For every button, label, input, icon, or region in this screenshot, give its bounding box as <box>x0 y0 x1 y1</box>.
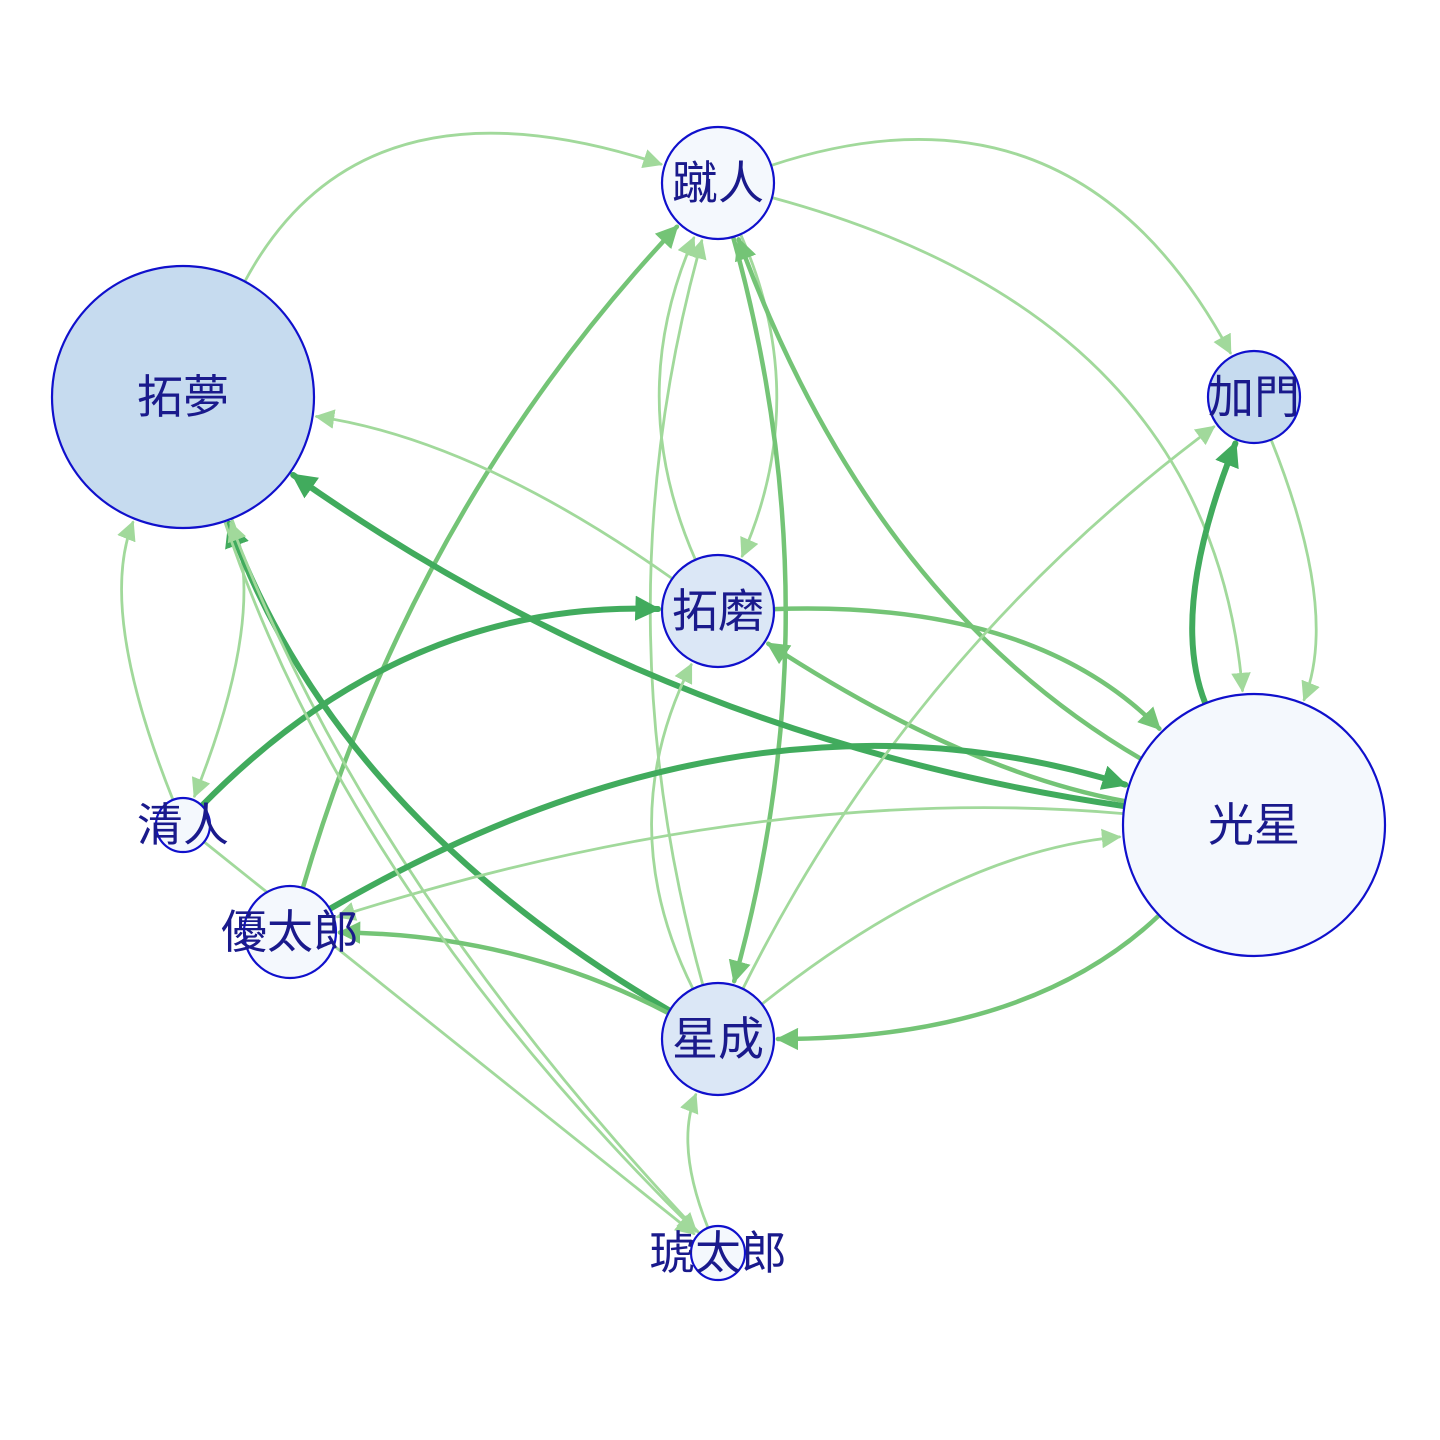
edge-shuto-to-kosei <box>770 196 1251 693</box>
edge-seisei-to-kosei <box>760 828 1122 1006</box>
edge-kosei-to-kamon <box>1189 440 1239 707</box>
edge-takumu-to-shuto <box>243 131 663 283</box>
node-circle-shuto <box>660 125 776 241</box>
node-takuma: 拓磨 <box>660 553 776 669</box>
edge-kamon-to-kosei <box>1269 438 1320 702</box>
node-label-kosei: 光星 <box>1208 798 1300 852</box>
node-kamon: 加門 <box>1206 349 1302 445</box>
node-kosei: 光星 <box>1121 692 1387 958</box>
edge-takuma-to-shuto <box>657 236 697 562</box>
node-yutaro: 優太郎 <box>221 884 359 980</box>
edge-takumu-to-kotaro <box>223 519 698 1233</box>
node-label-kiyoto: 清人 <box>137 798 229 852</box>
node-circle-kotaro <box>689 1224 747 1282</box>
node-label-seisei: 星成 <box>672 1012 764 1066</box>
edge-kosei-to-takumu <box>290 472 1128 810</box>
node-circle-seisei <box>660 981 776 1097</box>
edge-shuto-to-takuma <box>739 232 779 558</box>
node-label-yutaro: 優太郎 <box>221 905 359 959</box>
edge-yutaro-to-kosei <box>326 742 1129 912</box>
edge-layer <box>117 131 1320 1235</box>
node-circle-kosei <box>1121 692 1387 958</box>
node-circle-yutaro <box>242 884 338 980</box>
edge-seisei-to-takuma <box>650 662 695 991</box>
node-label-takumu: 拓夢 <box>137 370 229 424</box>
node-kotaro: 琥太郎 <box>649 1224 787 1282</box>
node-circle-takuma <box>660 553 776 669</box>
edge-kiyoto-to-takuma <box>198 595 661 809</box>
node-kiyoto: 清人 <box>137 796 229 854</box>
edge-takumu-to-kiyoto <box>191 517 246 799</box>
edge-kosei-to-shuto <box>734 237 1144 762</box>
node-seisei: 星成 <box>660 981 776 1097</box>
node-shuto: 蹴人 <box>660 125 776 241</box>
node-circle-kamon <box>1206 349 1302 445</box>
node-label-kotaro: 琥太郎 <box>649 1226 787 1280</box>
edge-kotaro-to-takumu <box>227 521 701 1235</box>
edge-kosei-to-takuma <box>766 641 1128 804</box>
edge-kiyoto-to-takumu <box>117 520 175 802</box>
edge-kosei-to-seisei <box>775 913 1162 1051</box>
edge-takuma-to-takumu <box>314 409 674 580</box>
node-label-kamon: 加門 <box>1208 370 1300 424</box>
node-label-shuto: 蹴人 <box>672 156 764 210</box>
node-takumu: 拓夢 <box>50 264 316 530</box>
edge-yutaro-to-shuto <box>300 224 680 891</box>
node-circle-kiyoto <box>154 796 212 854</box>
edge-seisei-to-kamon <box>741 425 1216 991</box>
edge-seisei-to-yutaro <box>337 921 671 1016</box>
node-label-takuma: 拓磨 <box>672 584 764 638</box>
edge-kosei-to-yutaro <box>335 806 1125 921</box>
edge-kotaro-to-seisei <box>680 1092 710 1230</box>
edge-shuto-to-kamon <box>769 138 1232 355</box>
edge-takuma-to-kosei <box>771 606 1162 731</box>
node-circle-takumu <box>50 264 316 530</box>
